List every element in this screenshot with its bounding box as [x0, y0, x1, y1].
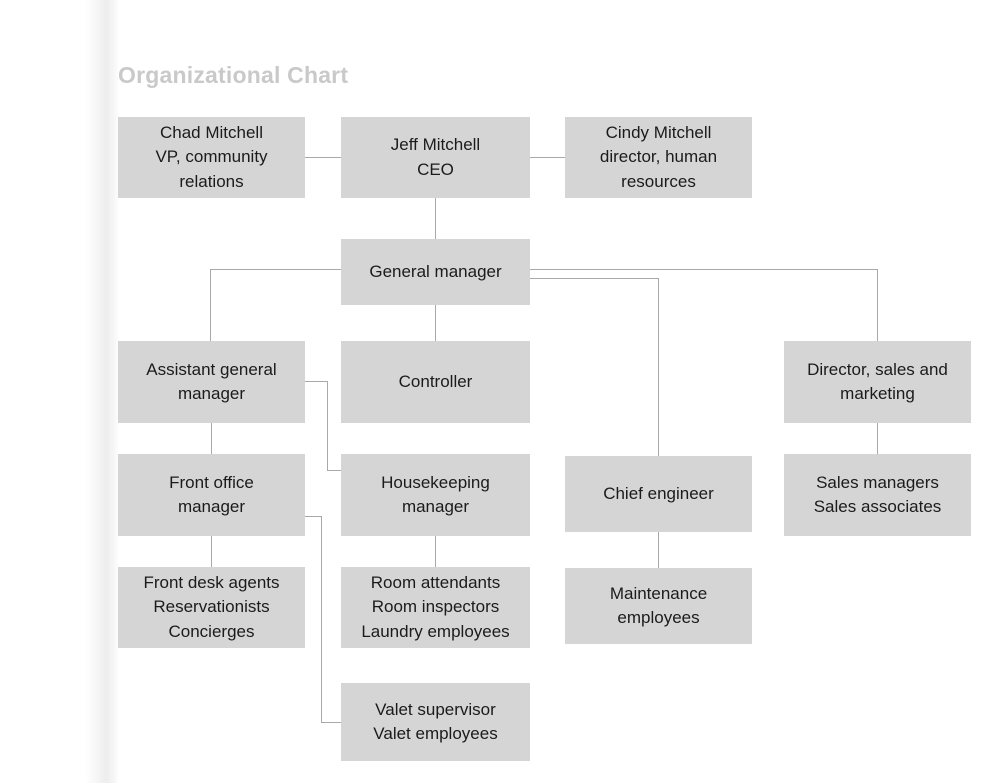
- connector-assistant-gm-elbow-out: [305, 381, 328, 382]
- node-front-desk-staff-label: Front desk agents Reservationists Concie…: [143, 573, 280, 641]
- connector-ceo-to-general-manager: [435, 198, 436, 239]
- node-general-manager[interactable]: General manager: [341, 239, 530, 305]
- node-housekeeping-manager-label: Housekeeping manager: [381, 472, 490, 516]
- connector-front-office-elbow-down: [321, 516, 322, 723]
- connector-housekeeping-to-staff: [435, 536, 436, 567]
- node-cindy-mitchell[interactable]: Cindy Mitchell director, human resources: [565, 117, 752, 198]
- connector-front-office-to-front-desk: [211, 536, 212, 567]
- node-chief-engineer-label: Chief engineer: [603, 483, 714, 503]
- node-director-sales-marketing[interactable]: Director, sales and marketing: [784, 341, 971, 423]
- connector-gm-down-assistant-gm: [210, 269, 211, 341]
- node-housekeeping-staff-label: Room attendants Room inspectors Laundry …: [361, 573, 510, 641]
- node-front-office-manager-label: Front office manager: [169, 472, 254, 516]
- node-controller[interactable]: Controller: [341, 341, 530, 423]
- node-chad-mitchell[interactable]: Chad Mitchell VP, community relations: [118, 117, 305, 198]
- page-title: Organizational Chart: [118, 62, 349, 88]
- connector-gm-bus-right-outer: [530, 269, 878, 270]
- connector-chief-engineer-to-maintenance: [658, 532, 659, 568]
- node-jeff-mitchell[interactable]: Jeff Mitchell CEO: [341, 117, 530, 198]
- node-assistant-general-manager[interactable]: Assistant general manager: [118, 341, 305, 423]
- node-controller-label: Controller: [398, 371, 473, 391]
- connector-front-office-elbow-out: [305, 516, 322, 517]
- node-director-sales-marketing-label: Director, sales and marketing: [807, 359, 948, 403]
- node-chief-engineer[interactable]: Chief engineer: [565, 456, 752, 532]
- connector-gm-down-director-sales: [877, 269, 878, 341]
- node-housekeeping-manager[interactable]: Housekeeping manager: [341, 454, 530, 536]
- connector-assistant-gm-elbow-in: [327, 470, 341, 471]
- connector-director-sales-to-staff: [877, 423, 878, 454]
- node-maintenance-staff[interactable]: Maintenance employees: [565, 568, 752, 644]
- connector-front-office-elbow-in: [321, 722, 341, 723]
- node-general-manager-label: General manager: [369, 261, 502, 281]
- node-chad-mitchell-label: Chad Mitchell VP, community relations: [155, 123, 268, 191]
- node-maintenance-staff-label: Maintenance employees: [609, 583, 708, 627]
- connector-assistant-gm-elbow-down: [327, 381, 328, 471]
- node-jeff-mitchell-label: Jeff Mitchell CEO: [390, 135, 481, 179]
- connector-ceo-to-cindy: [530, 157, 565, 158]
- connector-gm-down-chief-engineer: [658, 278, 659, 456]
- connector-gm-bus-right-inner: [530, 278, 659, 279]
- node-front-desk-staff[interactable]: Front desk agents Reservationists Concie…: [118, 567, 305, 648]
- node-assistant-general-manager-label: Assistant general manager: [146, 359, 277, 403]
- node-valet-staff-label: Valet supervisor Valet employees: [373, 699, 498, 743]
- connector-gm-to-controller: [435, 305, 436, 341]
- connector-assistant-gm-to-front-office: [211, 423, 212, 454]
- connector-ceo-to-chad: [305, 157, 341, 158]
- node-housekeeping-staff[interactable]: Room attendants Room inspectors Laundry …: [341, 567, 530, 648]
- page-edge-shading: [0, 0, 118, 783]
- node-valet-staff[interactable]: Valet supervisor Valet employees: [341, 683, 530, 761]
- connector-gm-bus-left: [210, 269, 341, 270]
- node-front-office-manager[interactable]: Front office manager: [118, 454, 305, 536]
- node-sales-staff[interactable]: Sales managers Sales associates: [784, 454, 971, 536]
- node-sales-staff-label: Sales managers Sales associates: [813, 472, 942, 516]
- node-cindy-mitchell-label: Cindy Mitchell director, human resources: [599, 123, 718, 191]
